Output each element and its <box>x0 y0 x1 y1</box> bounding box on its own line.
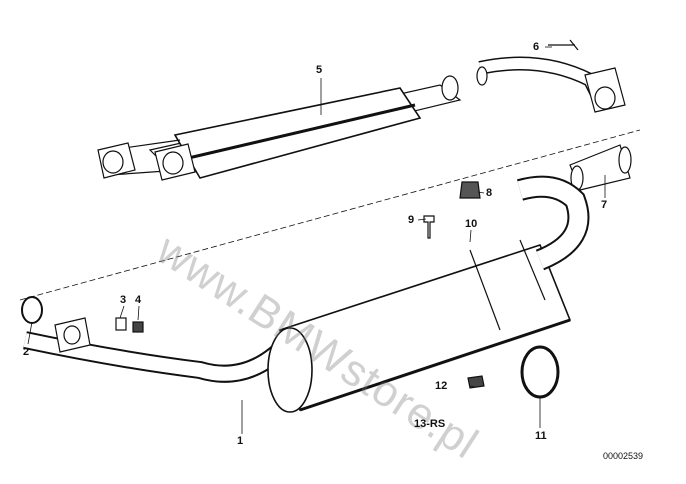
label-part-12: 12 <box>435 380 448 392</box>
part-6-pipe <box>476 39 626 113</box>
assembly-dash-line <box>19 129 641 301</box>
label-part-9: 9 <box>408 214 415 226</box>
part-12-clip <box>467 375 485 389</box>
part-8-mount <box>459 181 481 199</box>
group-label: 13-RS <box>414 418 446 430</box>
part-2-gasket <box>21 296 43 324</box>
label-part-4: 4 <box>135 294 142 306</box>
part-4-nut <box>132 321 144 333</box>
part-11-ring <box>520 345 560 399</box>
label-part-1: 1 <box>237 435 244 447</box>
label-part-2: 2 <box>23 346 30 358</box>
label-part-6: 6 <box>533 41 540 53</box>
part-1-rear-silencer <box>23 175 590 413</box>
part-3-nut <box>115 317 127 331</box>
part-7-tailpipe <box>569 144 632 191</box>
label-part-7: 7 <box>601 199 608 211</box>
part-9-bolt <box>423 215 435 239</box>
leader-lines <box>27 46 606 434</box>
label-part-3: 3 <box>120 294 127 306</box>
label-part-8: 8 <box>486 187 493 199</box>
label-part-11: 11 <box>535 430 547 442</box>
label-part-10: 10 <box>465 218 478 230</box>
part-5-front-silencer <box>97 75 462 181</box>
label-part-5: 5 <box>316 64 323 76</box>
diagram-code: 00002539 <box>603 451 644 461</box>
